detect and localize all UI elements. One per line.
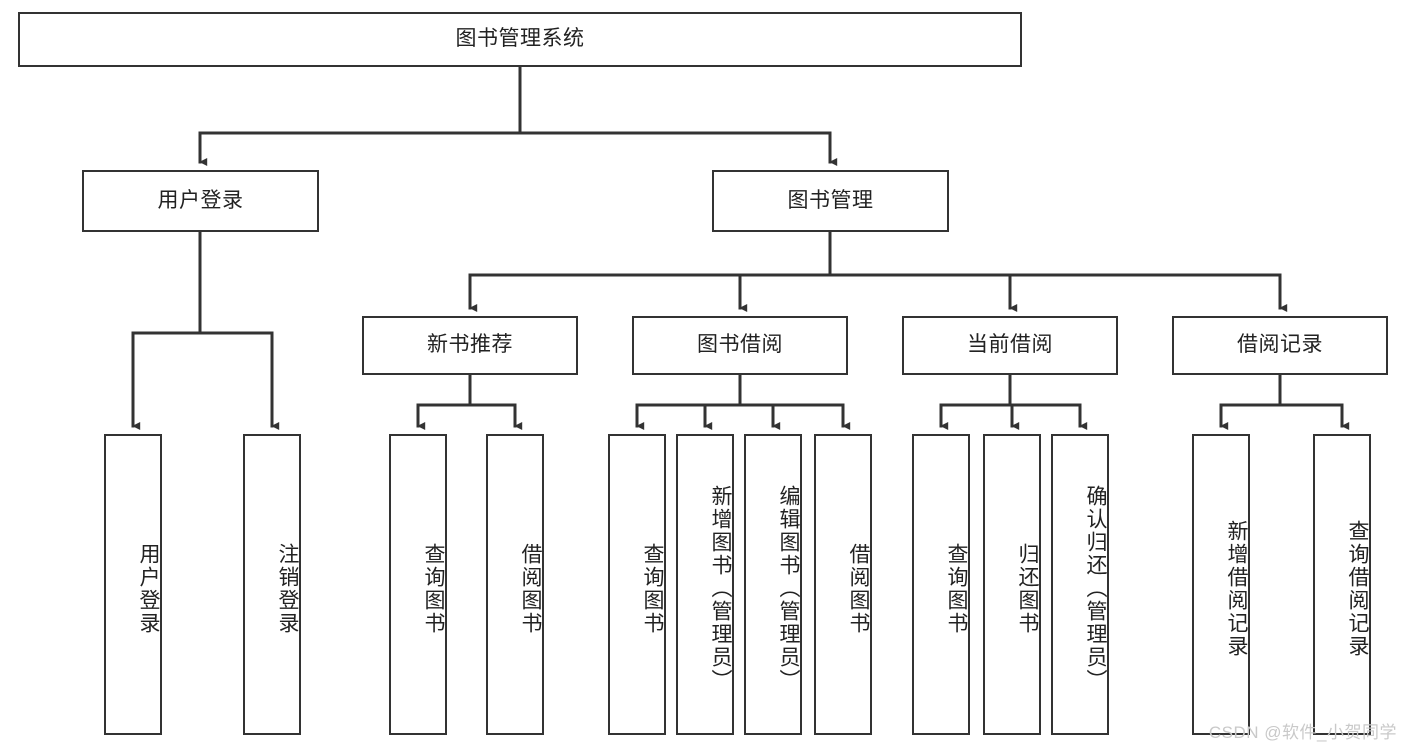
node-leaf-user-logout-label: 注销登录 [276, 542, 299, 635]
node-leaf-edit-book[interactable]: 编辑图书（管理员） [744, 434, 802, 735]
node-leaf-query-book-current-label: 查询图书 [945, 542, 968, 635]
node-leaf-add-book[interactable]: 新增图书（管理员） [676, 434, 734, 735]
node-new-book-recommend[interactable]: 新书推荐 [362, 316, 578, 375]
node-root[interactable]: 图书管理系统 [18, 12, 1022, 67]
node-root-label: 图书管理系统 [455, 27, 585, 51]
node-leaf-borrow-book-label: 借阅图书 [847, 542, 870, 635]
node-leaf-borrow-book[interactable]: 借阅图书 [814, 434, 872, 735]
node-new-book-recommend-label: 新书推荐 [427, 333, 513, 357]
node-leaf-query-book-borrow-label: 查询图书 [641, 542, 664, 635]
node-current-borrow[interactable]: 当前借阅 [902, 316, 1118, 375]
node-leaf-user-login-label: 用户登录 [137, 542, 160, 635]
node-leaf-add-borrow-record[interactable]: 新增借阅记录 [1192, 434, 1250, 735]
node-borrow-record[interactable]: 借阅记录 [1172, 316, 1388, 375]
node-leaf-return-book[interactable]: 归还图书 [983, 434, 1041, 735]
node-leaf-query-book-recommend-label: 查询图书 [422, 542, 445, 635]
node-leaf-borrow-book-recommend-label: 借阅图书 [519, 542, 542, 635]
node-leaf-query-borrow-record-label: 查询借阅记录 [1346, 519, 1369, 658]
node-borrow-record-label: 借阅记录 [1237, 333, 1323, 357]
node-book-borrow-label: 图书借阅 [697, 333, 783, 357]
node-leaf-borrow-book-recommend[interactable]: 借阅图书 [486, 434, 544, 735]
node-leaf-query-book-recommend[interactable]: 查询图书 [389, 434, 447, 735]
node-leaf-user-logout[interactable]: 注销登录 [243, 434, 301, 735]
node-leaf-add-book-label: 新增图书（管理员） [709, 485, 732, 692]
node-current-borrow-label: 当前借阅 [967, 333, 1053, 357]
node-leaf-user-login[interactable]: 用户登录 [104, 434, 162, 735]
node-user-login[interactable]: 用户登录 [82, 170, 319, 232]
node-user-login-label: 用户登录 [157, 188, 244, 212]
node-leaf-edit-book-label: 编辑图书（管理员） [777, 485, 800, 692]
node-leaf-query-book-borrow[interactable]: 查询图书 [608, 434, 666, 735]
node-leaf-return-book-label: 归还图书 [1016, 542, 1039, 635]
node-leaf-confirm-return-label: 确认归还（管理员） [1084, 485, 1107, 692]
node-book-manage[interactable]: 图书管理 [712, 170, 949, 232]
watermark-text: CSDN @软件_小贺同学 [1208, 723, 1397, 742]
node-book-borrow[interactable]: 图书借阅 [632, 316, 848, 375]
node-leaf-query-borrow-record[interactable]: 查询借阅记录 [1313, 434, 1371, 735]
node-leaf-add-borrow-record-label: 新增借阅记录 [1225, 519, 1248, 658]
node-leaf-confirm-return[interactable]: 确认归还（管理员） [1051, 434, 1109, 735]
node-book-manage-label: 图书管理 [787, 188, 874, 212]
node-leaf-query-book-current[interactable]: 查询图书 [912, 434, 970, 735]
